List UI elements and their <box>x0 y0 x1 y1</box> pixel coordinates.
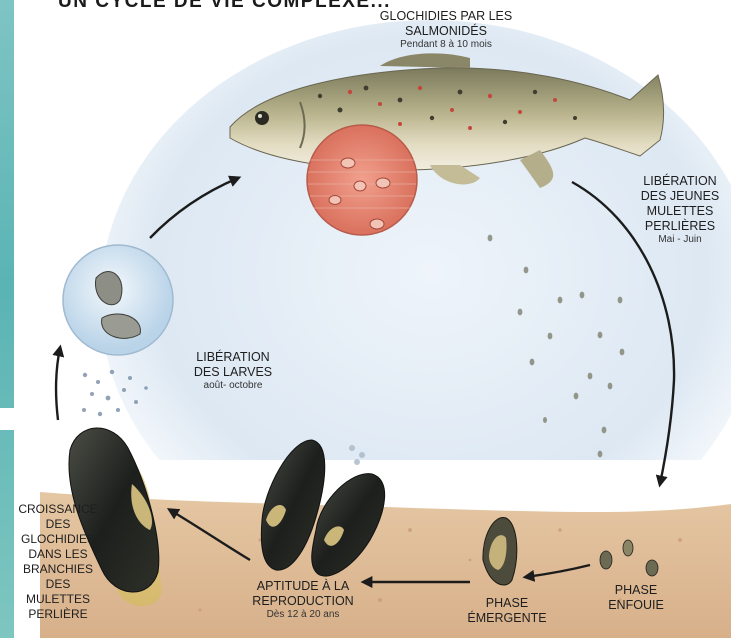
liberation-jeunes-period: Mai - Juin <box>630 234 730 246</box>
phase-enfouie-line1: PHASE <box>596 583 676 598</box>
label-phase-enfouie: PHASE ENFOUIE <box>596 583 676 613</box>
croissance-line3: GLOCHIDIES <box>14 532 102 547</box>
croissance-line4: DANS LES <box>14 547 102 562</box>
croissance-line1: CROISSANCE <box>14 502 102 517</box>
aptitude-duration: Dès 12 à 20 ans <box>238 609 368 621</box>
liberation-larves-period: août- octobre <box>178 380 288 392</box>
label-glochidies: GLOCHIDIES PAR LES SALMONIDÉS Pendant 8 … <box>356 9 536 51</box>
arrow-croissance-to-larvae <box>56 348 60 420</box>
label-croissance: CROISSANCE DES GLOCHIDIES DANS LES BRANC… <box>14 502 102 622</box>
croissance-line8: PERLIÈRE <box>14 607 102 622</box>
croissance-line6: DES <box>14 577 102 592</box>
croissance-line2: DES <box>14 517 102 532</box>
larvae-bubble <box>63 245 173 355</box>
label-phase-emergente: PHASE ÉMERGENTE <box>455 596 559 626</box>
liberation-jeunes-line2: DES JEUNES <box>630 189 730 204</box>
aptitude-line1: APTITUDE À LA <box>238 579 368 594</box>
liberation-larves-line1: LIBÉRATION <box>178 350 288 365</box>
phase-emergente-line1: PHASE <box>455 596 559 611</box>
glochidies-duration: Pendant 8 à 10 mois <box>356 39 536 51</box>
phase-enfouie-line2: ENFOUIE <box>596 598 676 613</box>
label-aptitude: APTITUDE À LA REPRODUCTION Dès 12 à 20 a… <box>238 579 368 621</box>
phase-emergente-line2: ÉMERGENTE <box>455 611 559 626</box>
gill-glochidia-disc <box>307 125 417 235</box>
liberation-jeunes-line1: LIBÉRATION <box>630 174 730 189</box>
croissance-line7: MULETTES <box>14 592 102 607</box>
glochidies-line1: GLOCHIDIES PAR LES <box>356 9 536 24</box>
glochidies-line2: SALMONIDÉS <box>356 24 536 39</box>
liberation-larves-line2: DES LARVES <box>178 365 288 380</box>
liberation-jeunes-line3: MULETTES <box>630 204 730 219</box>
croissance-line5: BRANCHIES <box>14 562 102 577</box>
label-liberation-jeunes: LIBÉRATION DES JEUNES MULETTES PERLIÈRES… <box>630 174 730 246</box>
aptitude-line2: REPRODUCTION <box>238 594 368 609</box>
liberation-jeunes-line4: PERLIÈRES <box>630 219 730 234</box>
label-liberation-larves: LIBÉRATION DES LARVES août- octobre <box>178 350 288 392</box>
